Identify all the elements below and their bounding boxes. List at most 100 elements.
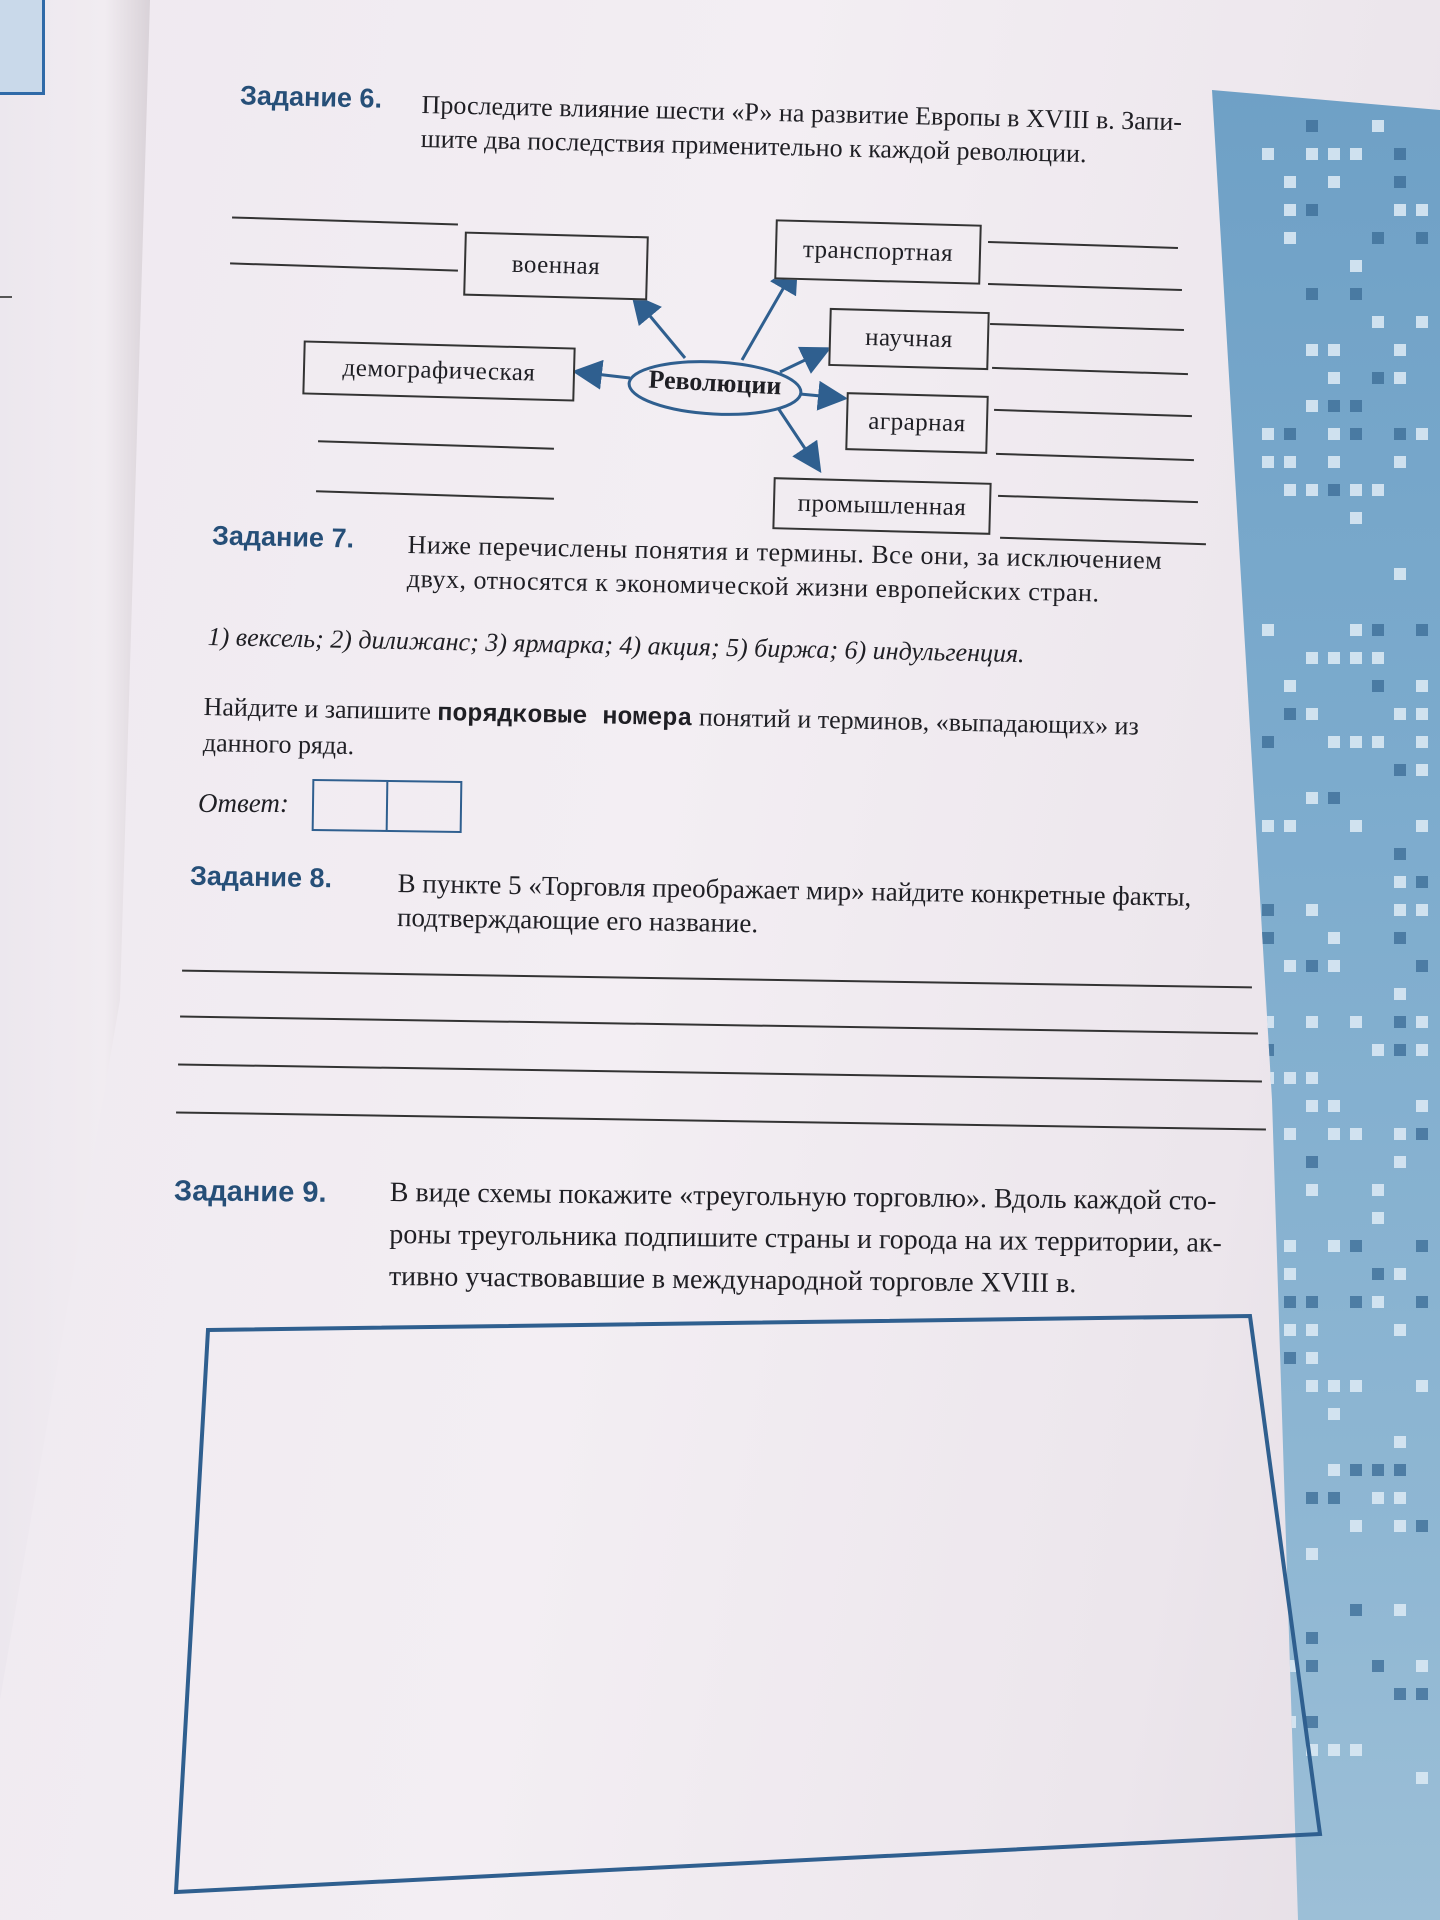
strip-square xyxy=(1416,1100,1428,1112)
strip-square xyxy=(1394,428,1406,440)
strip-square xyxy=(1306,148,1318,160)
strip-square xyxy=(1306,904,1318,916)
strip-square xyxy=(1306,1156,1318,1168)
strip-square xyxy=(1416,1128,1428,1140)
strip-square xyxy=(1284,1716,1296,1728)
strip-square xyxy=(1306,708,1318,720)
strip-square xyxy=(1262,904,1274,916)
task7-terms: 1) вексель; 2) дилижанс; 3) ярмарка; 4) … xyxy=(207,622,1025,669)
strip-square xyxy=(1262,1072,1274,1084)
task8-answer-line-1[interactable] xyxy=(182,969,1252,989)
strip-square xyxy=(1394,1520,1406,1532)
strip-square xyxy=(1372,372,1384,384)
strip-square xyxy=(1306,792,1318,804)
strip-square xyxy=(1262,1380,1274,1392)
strip-square xyxy=(1372,1268,1384,1280)
strip-square xyxy=(1416,680,1428,692)
strip-square xyxy=(1372,1044,1384,1056)
strip-square xyxy=(1328,1380,1340,1392)
strip-square xyxy=(1328,428,1340,440)
strip-square xyxy=(1306,344,1318,356)
task7-text: Ниже перечислены понятия и термины. Все … xyxy=(407,528,1163,612)
strip-square xyxy=(1416,232,1428,244)
strip-square xyxy=(1284,428,1296,440)
strip-square xyxy=(1394,1324,1406,1336)
strip-square xyxy=(1372,484,1384,496)
strip-square xyxy=(1328,792,1340,804)
answer-cell-2[interactable] xyxy=(388,782,461,831)
strip-square xyxy=(1350,736,1362,748)
strip-square xyxy=(1284,1240,1296,1252)
strip-square xyxy=(1372,1184,1384,1196)
task8-text: В пункте 5 «Торговля преображает мир» на… xyxy=(397,866,1192,948)
strip-square xyxy=(1372,1464,1384,1476)
strip-square xyxy=(1416,1240,1428,1252)
strip-square xyxy=(1284,484,1296,496)
strip-square xyxy=(1394,1492,1406,1504)
strip-square xyxy=(1284,1296,1296,1308)
strip-square xyxy=(1350,512,1362,524)
strip-square xyxy=(1350,1520,1362,1532)
strip-square xyxy=(1306,1016,1318,1028)
node-demographic: демографическая xyxy=(302,340,576,402)
strip-square xyxy=(1284,176,1296,188)
strip-square xyxy=(1262,820,1274,832)
strip-square xyxy=(1284,1352,1296,1364)
answer-cell-1[interactable] xyxy=(313,780,389,831)
node-agrarian: аграрная xyxy=(845,392,989,454)
strip-square xyxy=(1306,1744,1318,1756)
strip-square xyxy=(1328,344,1340,356)
strip-square xyxy=(1350,1604,1362,1616)
strip-square xyxy=(1306,1492,1318,1504)
strip-square xyxy=(1328,1408,1340,1420)
strip-square xyxy=(1262,456,1274,468)
strip-square xyxy=(1306,484,1318,496)
strip-square xyxy=(1328,372,1340,384)
strip-square xyxy=(1262,1464,1274,1476)
task8-answer-line-2[interactable] xyxy=(180,1015,1258,1035)
strip-square xyxy=(1284,1268,1296,1280)
strip-square xyxy=(1394,1016,1406,1028)
strip-square xyxy=(1372,680,1384,692)
strip-square xyxy=(1394,1688,1406,1700)
strip-square xyxy=(1306,1296,1318,1308)
strip-square xyxy=(1284,680,1296,692)
strip-square xyxy=(1328,148,1340,160)
strip-square xyxy=(1262,1240,1274,1252)
strip-square xyxy=(1372,1492,1384,1504)
task8-answer-line-4[interactable] xyxy=(176,1111,1266,1131)
strip-square xyxy=(1306,1660,1318,1672)
arrow-to-transport xyxy=(740,262,798,361)
strip-square xyxy=(1350,428,1362,440)
answer-cells xyxy=(311,778,463,834)
task9-text: В виде схемы покажите «треугольную торго… xyxy=(389,1172,1223,1307)
strip-square xyxy=(1394,372,1406,384)
strip-square xyxy=(1350,484,1362,496)
strip-square xyxy=(1306,652,1318,664)
arrow-to-agrarian xyxy=(799,380,848,411)
strip-square xyxy=(1350,1380,1362,1392)
strip-square xyxy=(1328,736,1340,748)
strip-square xyxy=(1328,456,1340,468)
strip-square xyxy=(1394,1268,1406,1280)
strip-square xyxy=(1284,1324,1296,1336)
strip-square xyxy=(1262,736,1274,748)
task8-answer-line-3[interactable] xyxy=(178,1063,1262,1083)
strip-square xyxy=(1394,204,1406,216)
strip-square xyxy=(1372,1212,1384,1224)
strip-square xyxy=(1328,1240,1340,1252)
arrow-to-demographic xyxy=(572,359,631,390)
strip-square xyxy=(1394,568,1406,580)
strip-square xyxy=(1262,1744,1274,1756)
strip-square xyxy=(1372,652,1384,664)
strip-square xyxy=(1350,288,1362,300)
strip-square xyxy=(1262,1408,1274,1420)
strip-square xyxy=(1416,1016,1428,1028)
strip-square xyxy=(1262,1044,1274,1056)
strip-square xyxy=(1328,1492,1340,1504)
strip-square xyxy=(1416,316,1428,328)
strip-square xyxy=(1416,736,1428,748)
strip-square xyxy=(1350,1240,1362,1252)
answer-label: Ответ: xyxy=(198,788,289,818)
